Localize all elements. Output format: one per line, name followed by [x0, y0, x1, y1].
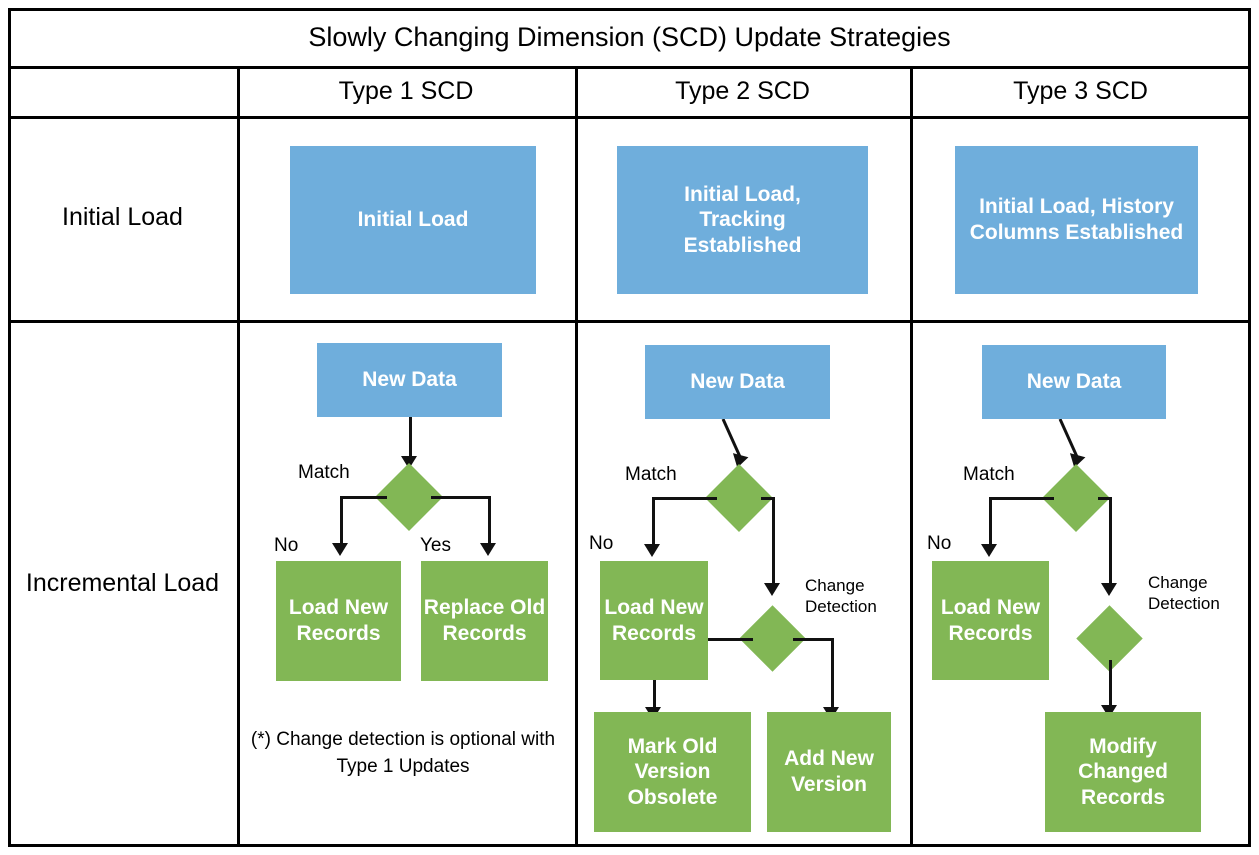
type2-match-label: Match	[625, 464, 677, 485]
type3-connector-change-horizontal	[1098, 497, 1112, 500]
type2-arrowhead-no	[644, 544, 660, 557]
type1-connector-yes-horizontal	[431, 496, 490, 499]
type2-load-new-records-box: Load New Records	[600, 561, 708, 680]
type2-connector-change-vertical	[772, 497, 775, 586]
type3-connector-no-horizontal	[989, 497, 1054, 500]
type2-connector-markold-vertical	[653, 680, 656, 710]
type2-connector-no-horizontal	[652, 497, 717, 500]
type1-load-new-records-box: Load New Records	[276, 561, 401, 681]
diagram-title: Slowly Changing Dimension (SCD) Update S…	[308, 21, 951, 52]
type3-match-label: Match	[963, 464, 1015, 485]
type2-connector-addnew-vertical	[831, 638, 834, 710]
column-header-type2: Type 2 SCD	[675, 76, 810, 105]
row-header-initial-load: Initial Load	[62, 203, 183, 232]
column-header-type3: Type 3 SCD	[1013, 76, 1148, 105]
type2-connector-changeleft-horizontal	[708, 638, 753, 641]
type2-arrowhead-change-detection	[764, 583, 780, 596]
row-header-incremental-load: Incremental Load	[25, 568, 220, 597]
type3-arrowhead-change-detection	[1101, 583, 1117, 596]
type3-connector-source-to-decision	[1058, 419, 1080, 460]
type2-connector-change-horizontal	[761, 497, 775, 500]
type3-new-data-box: New Data	[982, 345, 1166, 419]
type2-connector-changeright-horizontal	[793, 638, 833, 641]
type1-yes-label: Yes	[420, 535, 451, 556]
table-divider-header	[8, 116, 1251, 119]
initial-load-box-type3: Initial Load, History Columns Establishe…	[955, 146, 1198, 294]
type1-connector-no-vertical	[340, 496, 343, 546]
type1-arrowhead-yes	[480, 543, 496, 556]
type3-load-new-records-box: Load New Records	[932, 561, 1049, 680]
type3-connector-change-vertical	[1109, 497, 1112, 586]
type1-match-label: Match	[298, 462, 350, 483]
type3-change-detection-label: Change Detection	[1148, 572, 1243, 615]
table-column-divider-3	[910, 66, 913, 847]
type1-connector-no-horizontal	[340, 496, 387, 499]
type2-no-label: No	[589, 533, 614, 554]
table-divider-rows	[8, 320, 1251, 323]
type1-connector-source-to-decision	[409, 417, 412, 459]
type1-footnote: (*) Change detection is optional with Ty…	[250, 729, 556, 777]
type3-arrowhead-no	[981, 544, 997, 557]
type2-add-new-version-box: Add New Version	[767, 712, 891, 832]
type3-modify-changed-records-box: Modify Changed Records	[1045, 712, 1201, 832]
type2-connector-source-to-decision	[721, 419, 743, 460]
type1-connector-yes-vertical	[488, 496, 491, 546]
type2-change-detection-text: Change Detection	[805, 576, 877, 617]
table-column-divider-2	[575, 66, 578, 847]
table-column-divider-1	[237, 66, 240, 847]
type3-connector-no-vertical	[989, 497, 992, 547]
type2-change-detection-label: Change Detection	[805, 575, 895, 618]
type3-change-detection-text: Change Detection	[1148, 573, 1220, 614]
column-header-type1: Type 1 SCD	[338, 76, 474, 105]
type2-connector-no-vertical	[652, 497, 655, 547]
table-border	[8, 8, 1251, 847]
type3-no-label: No	[927, 533, 952, 554]
type1-new-data-box: New Data	[317, 343, 502, 417]
initial-load-box-type1: Initial Load	[290, 146, 536, 294]
type1-replace-old-records-box: Replace Old Records	[421, 561, 548, 681]
type1-arrowhead-no	[332, 543, 348, 556]
type2-mark-old-version-obsolete-box: Mark Old Version Obsolete	[594, 712, 751, 832]
initial-load-box-type2: Initial Load, Tracking Established	[617, 146, 868, 294]
type3-connector-result-vertical	[1109, 660, 1112, 708]
table-divider-title	[8, 66, 1251, 69]
type1-no-label: No	[274, 535, 299, 556]
type2-new-data-box: New Data	[645, 345, 830, 419]
